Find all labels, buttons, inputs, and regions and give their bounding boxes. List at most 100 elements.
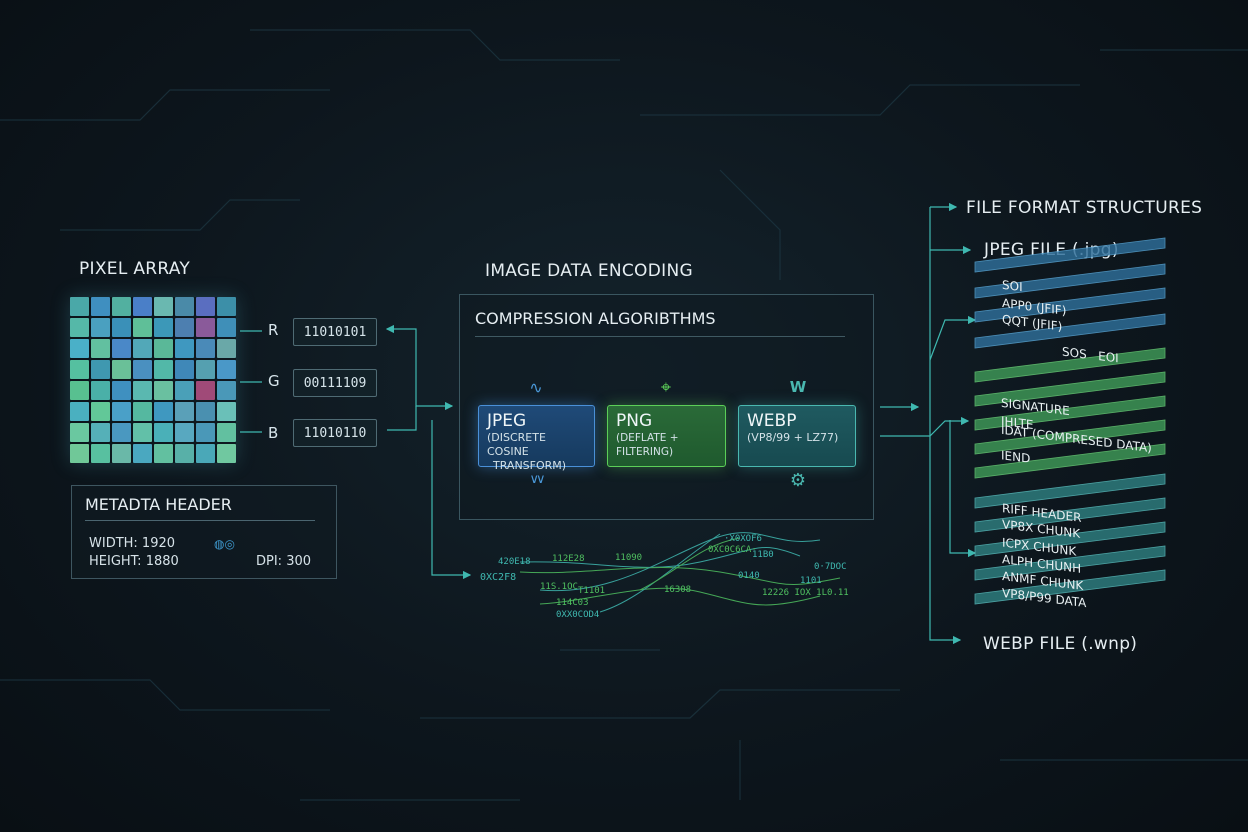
hex-token: 0·7DOC [814,562,847,572]
pixel-cell [217,360,236,379]
pixel-grid [70,297,236,463]
hex-token: 1101 [800,576,822,586]
channel-g-label: G [268,372,280,390]
jpeg-algorithm-card[interactable]: JPEG (DISCRETE COSINE TRANSFORM) [478,405,595,472]
webp-structure-layer [974,545,1166,581]
pixel-cell [196,444,215,463]
gear-icon: ⚙ [789,470,807,491]
pixel-cell [91,444,110,463]
pixel-cell [112,444,131,463]
hex-token: 112E28 [552,554,585,564]
pixel-cell [196,318,215,337]
png-structure-layer [974,395,1166,431]
pixel-cell [70,360,89,379]
webp-logo-icon: W [789,378,807,396]
pixel-cell [133,444,152,463]
link-icon: ◍◎ [214,537,235,551]
hex-token: 114C03 [556,598,589,608]
pixel-cell [133,360,152,379]
webp-structure-layer [974,473,1166,509]
hex-token: 0XC2F8 [480,572,517,583]
compression-title: COMPRESSION ALGORIBTHMS [475,309,716,328]
hex-token: 11090 [615,553,643,563]
pixel-cell [154,402,173,421]
pixel-cell [70,297,89,316]
wave-icon: ∿ [529,378,543,397]
pixel-cell [217,423,236,442]
pixel-cell [154,381,173,400]
pixel-cell [217,297,236,316]
pixel-cell [217,339,236,358]
pixel-cell [112,318,131,337]
pixel-cell [70,402,89,421]
pixel-cell [133,402,152,421]
hex-token: 0XC0C6CA· [708,545,757,555]
pixel-cell [154,444,173,463]
pixel-cell [133,423,152,442]
webp-algorithm-name: WEBP [747,411,797,431]
channel-b-label: B [268,424,279,442]
channel-b-bits: 11010110 [293,419,377,447]
pixel-cell [196,360,215,379]
jpeg-algorithm-desc-2: TRANSFORM) [493,459,567,472]
webp-algorithm-card[interactable]: WEBP (VP8/99 + LZ77) [738,405,856,467]
pixel-cell [175,339,194,358]
metadata-dpi: DPI: 300 [256,554,312,569]
pixel-cell [154,360,173,379]
pixel-cell [217,318,236,337]
hex-token: 420E18 [498,557,531,567]
pixel-cell [91,339,110,358]
png-structure-layer [974,347,1166,383]
pixel-cell [175,381,194,400]
pixel-cell [91,423,110,442]
pixel-cell [91,381,110,400]
jpeg-structure-layer [974,263,1166,299]
pixel-cell [70,423,89,442]
channel-r-label: R [268,321,279,339]
pixel-cell [175,423,194,442]
compression-divider [475,336,845,337]
pixel-array-title: PIXEL ARRAY [79,259,191,279]
pixel-cell [112,402,131,421]
webp-file-label: WEBP FILE (.wnp) [983,634,1138,654]
metadata-divider [85,520,315,521]
jpeg-layer-soi: SOI [1002,277,1023,295]
pixel-cell [154,297,173,316]
pixel-cell [133,318,152,337]
pixel-cell [175,402,194,421]
pixel-cell [196,297,215,316]
channel-r-bits: 11010101 [293,318,377,346]
pixel-cell [217,402,236,421]
pixel-cell [175,297,194,316]
compass-diamond-icon: ⌖ [660,377,672,398]
pixel-cell [133,297,152,316]
pixel-cell [112,297,131,316]
webp-structure-layer [974,497,1166,533]
pixel-cell [133,381,152,400]
pixel-cell [196,339,215,358]
pixel-cell [133,339,152,358]
jpeg-structure-layer [974,237,1166,273]
png-algorithm-name: PNG [616,411,653,431]
pixel-cell [175,444,194,463]
pixel-cell [217,444,236,463]
pixel-cell [154,339,173,358]
pixel-cell [112,423,131,442]
pixel-cell [91,402,110,421]
channel-g-bits: 00111109 [293,369,377,397]
webp-structure-layer [974,521,1166,557]
pixel-cell [112,360,131,379]
pixel-cell [112,339,131,358]
pixel-cell [70,318,89,337]
hex-token: 16308 [664,585,692,595]
png-algorithm-card[interactable]: PNG (DEFLATE + FILTERING) [607,405,726,467]
png-structure-layer [974,371,1166,407]
hex-token: 12226 IOX 1L0.11 [762,588,849,598]
pixel-cell [91,318,110,337]
pixel-cell [91,297,110,316]
formats-title: FILE FORMAT STRUCTURES [966,198,1203,218]
pixel-cell [154,318,173,337]
hex-token: 11B0 [752,550,774,560]
metadata-width: WIDTH: 1920 [89,536,176,551]
